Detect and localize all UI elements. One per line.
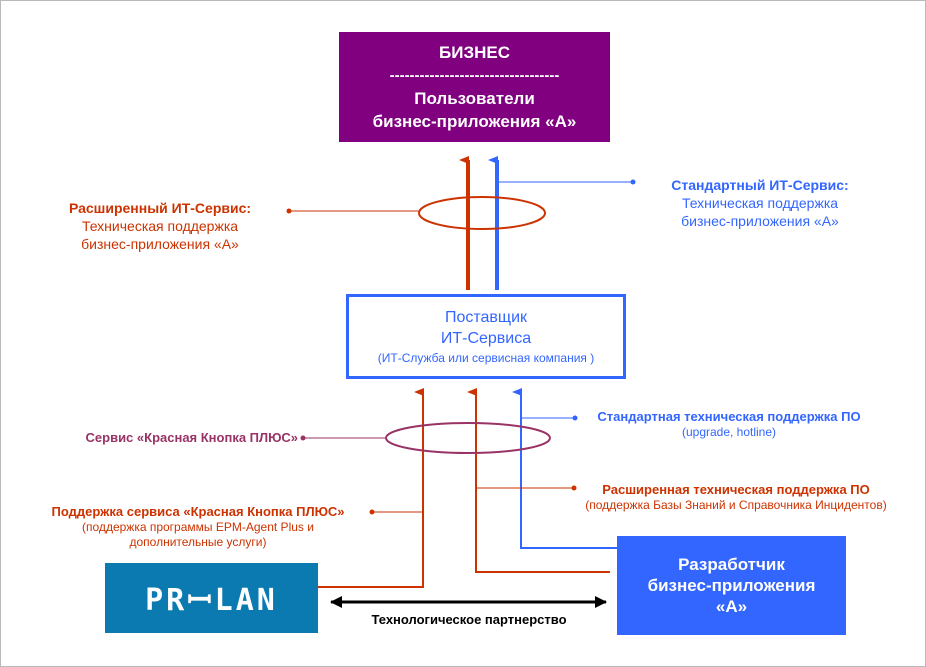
standard-service-leader (496, 181, 633, 185)
provider-note: (ИТ-Служба или сервисная компания ) (377, 351, 595, 365)
partnership-label: Технологическое партнерство (371, 612, 567, 627)
extended-sw-support-note: (поддержка Базы Знаний и Справочника Инц… (585, 498, 887, 512)
provider-line2: ИТ-Сервиса (440, 330, 532, 347)
extended-it-service-line2: бизнес-приложения «А» (81, 236, 239, 252)
extended-sw-support-label: Расширенная техническая поддержка ПО (по… (566, 481, 906, 513)
developer-line2: бизнес-приложения (647, 576, 816, 595)
developer-standard-line (512, 388, 617, 549)
extended-it-service-title: Расширенный ИТ-Сервис: (68, 200, 252, 216)
red-button-service-title: Сервис «Красная Кнопка ПЛЮС» (85, 430, 298, 445)
developer-box: Разработчик бизнес-приложения «А» (617, 536, 846, 635)
extended-it-service-line1: Техническая поддержка (81, 218, 239, 234)
prolan-logo: PRꟷLAN (145, 582, 278, 618)
red-button-support-title: Поддержка сервиса «Красная Кнопка ПЛЮС» (51, 504, 345, 519)
business-title: БИЗНЕС (439, 43, 510, 62)
developer-line1: Разработчик (678, 555, 785, 574)
standard-service-dot (630, 179, 636, 185)
standard-it-service-line1: Техническая поддержка (681, 195, 839, 211)
standard-sw-support-title: Стандартная техническая поддержка ПО (597, 409, 861, 424)
business-app-line: бизнес-приложения «А» (372, 112, 577, 131)
red-button-dot (300, 435, 306, 441)
standard-it-service-label: Стандартный ИТ-Сервис: Техническая подде… (640, 176, 880, 230)
standard-sw-support-note: (upgrade, hotline) (681, 425, 777, 439)
prolan-logo-box: PRꟷLAN (105, 563, 318, 633)
extended-sw-dot (571, 485, 577, 491)
developer-line3: «А» (715, 597, 748, 616)
standard-it-service-title: Стандартный ИТ-Сервис: (671, 177, 849, 193)
extended-service-dot (286, 208, 292, 214)
prolan-support-line (318, 388, 424, 588)
red-button-service-label: Сервис «Красная Кнопка ПЛЮС» (36, 429, 298, 447)
red-button-support-note2: дополнительные услуги) (129, 535, 267, 549)
provider-box: Поставщик ИТ-Сервиса (ИТ-Служба или серв… (346, 294, 626, 379)
red-button-support-label: Поддержка сервиса «Красная Кнопка ПЛЮС» … (28, 503, 368, 550)
upper-service-ring (418, 196, 546, 230)
provider-line1: Поставщик (444, 309, 528, 326)
lower-service-ring (385, 422, 551, 454)
extended-it-service-label: Расширенный ИТ-Сервис: Техническая подде… (40, 199, 280, 253)
red-button-support-dot (369, 509, 375, 515)
standard-sw-support-label: Стандартная техническая поддержка ПО (up… (574, 408, 884, 440)
standard-it-service-line2: бизнес-приложения «А» (681, 213, 839, 229)
extended-sw-support-title: Расширенная техническая поддержка ПО (602, 482, 870, 497)
business-separator: ---------------------------------- (389, 67, 560, 84)
business-users-line: Пользователи (414, 89, 535, 108)
red-button-support-note1: (поддержка программы EPM-Agent Plus и (82, 520, 314, 534)
standard-sw-dot (572, 415, 578, 421)
business-box: БИЗНЕС ---------------------------------… (339, 32, 610, 142)
